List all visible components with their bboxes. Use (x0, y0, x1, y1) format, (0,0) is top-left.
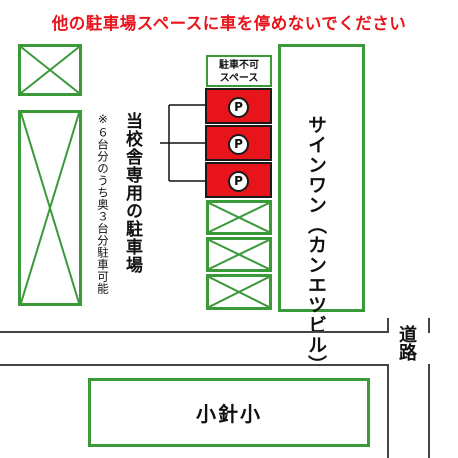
cross-mark-icon (209, 277, 269, 307)
road-label: 道路 (396, 325, 417, 361)
bracket-lines (160, 104, 206, 182)
cross-mark-icon (209, 240, 269, 269)
cross-mark-icon (21, 113, 79, 303)
parking-slot-3: P (205, 162, 272, 198)
unavailable-slot-1 (206, 200, 272, 235)
parking-area-note: ※６台分のうち奥３台分駐車可能 (96, 112, 110, 295)
building-sainwan (278, 44, 365, 312)
road-edge-top (0, 331, 388, 333)
road-edge-left-upper (387, 318, 389, 333)
cross-mark-icon (209, 203, 269, 232)
parking-slot-2: P (205, 125, 272, 161)
left-tall-area (18, 110, 82, 306)
road-edge-left-lower (387, 364, 389, 458)
building-label: サインワン（カンエツビル） (305, 115, 327, 375)
road-edge-right-lower (428, 364, 430, 458)
left-top-area (18, 44, 82, 96)
parking-icon: P (228, 134, 249, 155)
school-label: 小針小 (196, 402, 262, 426)
parking-area-label: 当校舎専用の駐車場 (122, 112, 142, 274)
parking-icon: P (228, 171, 249, 192)
cross-mark-icon (21, 47, 79, 93)
no-parking-label: 駐車不可 スペース (206, 55, 272, 87)
road-edge-bottom (0, 364, 388, 366)
notice-text: 他の駐車場スペースに車を停めないでください (51, 14, 407, 33)
no-parking-label-line2: スペース (219, 73, 259, 84)
school-kobarisho: 小針小 (88, 378, 370, 447)
parking-slot-1: P (205, 88, 272, 124)
unavailable-slot-2 (206, 237, 272, 272)
parking-icon: P (228, 97, 249, 118)
unavailable-slot-3 (206, 274, 272, 310)
no-parking-label-line1: 駐車不可 (219, 60, 259, 71)
road-edge-right-upper (428, 318, 430, 333)
